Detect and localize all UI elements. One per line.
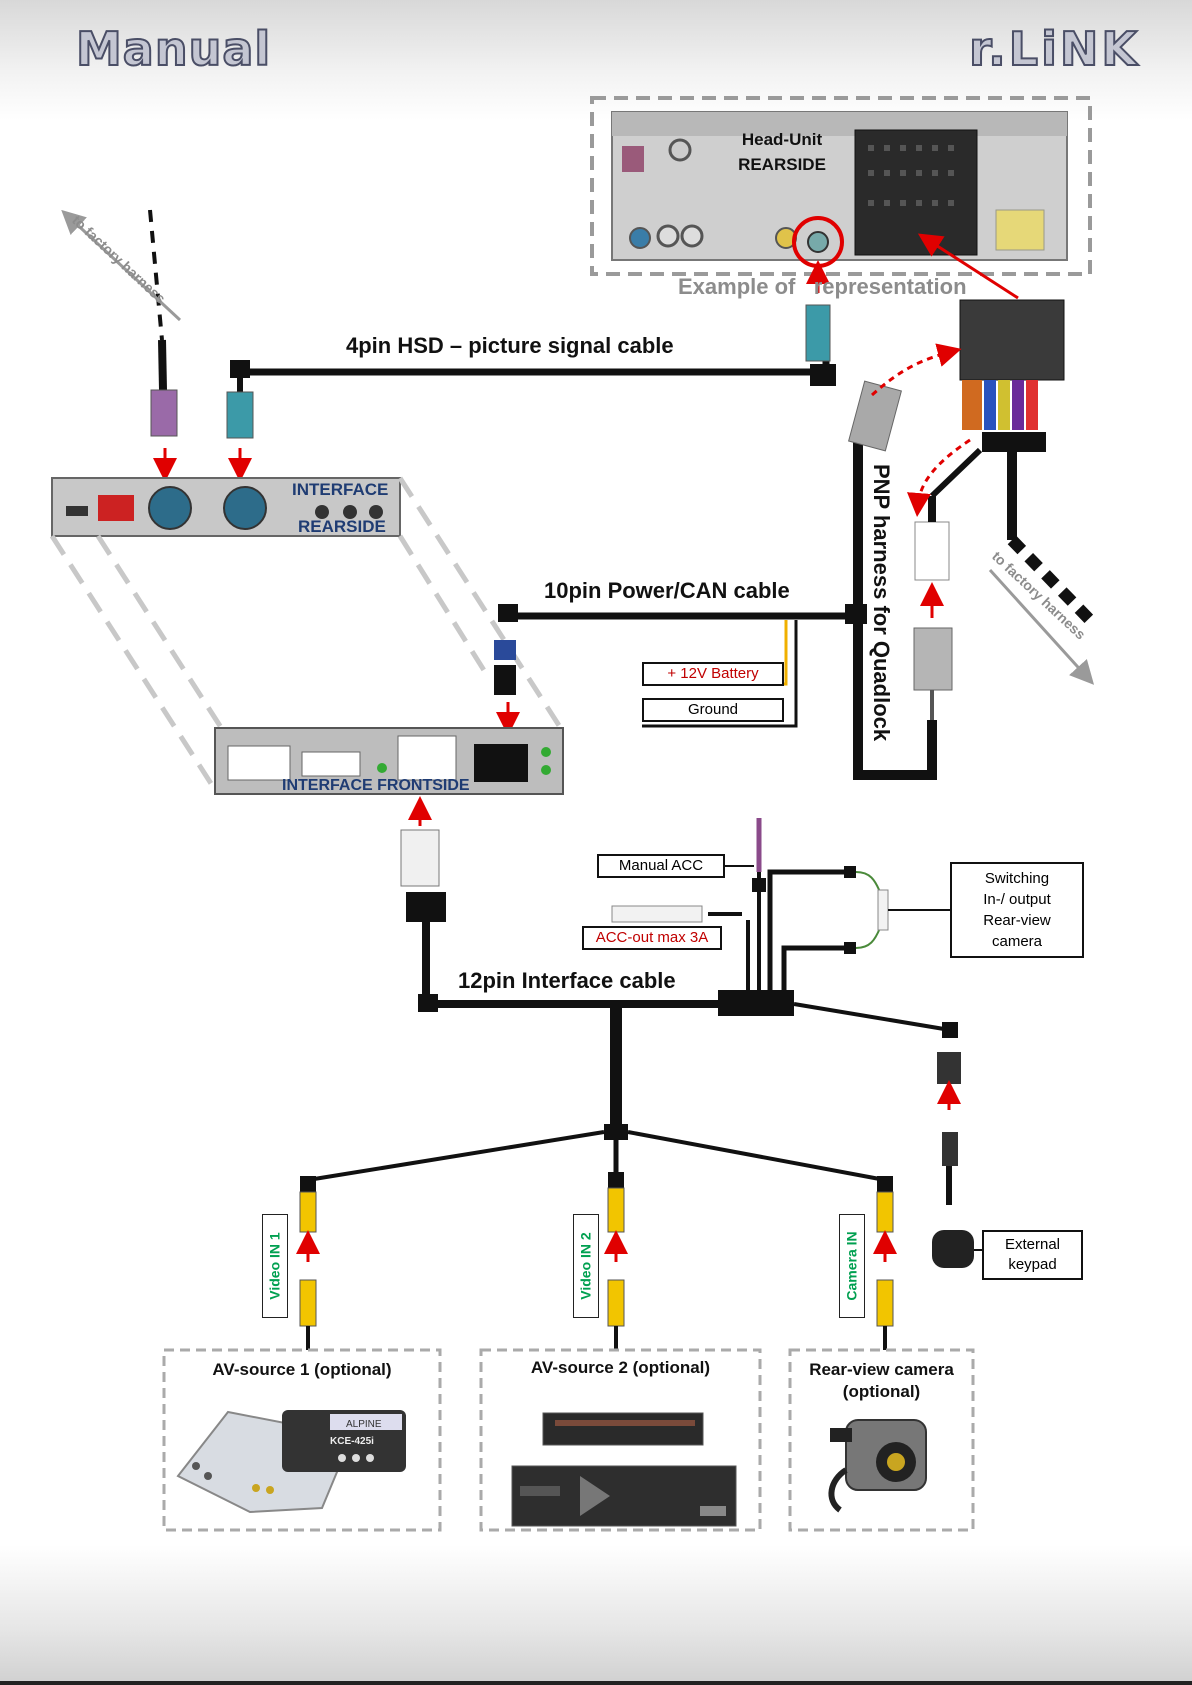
head-unit-subtitle: REARSIDE — [738, 155, 826, 174]
interface-rear-image — [51, 477, 401, 537]
av-source-1-image: ALPINE KCE-425i — [176, 1410, 406, 1514]
footer-band — [0, 1545, 1192, 1685]
manual-title: Manual — [75, 21, 272, 77]
interface-rear-label-2: REARSIDE — [298, 517, 386, 536]
av-source-1-model: KCE-425i — [330, 1436, 374, 1447]
keypad-line-2: keypad — [1008, 1256, 1057, 1273]
acc-out-label: ACC-out max 3A — [582, 926, 722, 950]
head-unit-title: Head-Unit — [741, 130, 823, 149]
switching-line-2: In-/ output — [983, 891, 1051, 908]
external-keypad-box: External keypad — [982, 1230, 1083, 1280]
head-unit-rearside-image — [611, 111, 1068, 268]
interface-front-image — [214, 727, 564, 795]
av-source-1-frame — [162, 1348, 442, 1532]
power-can-cable-label: 10pin Power/CAN cable — [544, 578, 790, 603]
keypad-line-1: External — [1004, 1236, 1061, 1253]
manual-acc-label: Manual ACC — [597, 854, 725, 878]
head-unit-frame — [590, 96, 1092, 276]
av-source-1-label: AV-source 1 (optional) — [212, 1360, 392, 1379]
switching-line-1: Switching — [984, 870, 1050, 887]
rlink-logo: r.LiNK — [968, 21, 1140, 77]
interface-front-label: INTERFACE FRONTSIDE — [282, 777, 470, 794]
switching-line-3: Rear-view — [983, 912, 1051, 929]
battery-label: + 12V Battery — [642, 662, 784, 686]
video-in-2-label: Video IN 2 — [573, 1214, 599, 1318]
rear-camera-label-1: Rear-view camera — [809, 1360, 954, 1379]
head-unit-caption: Example of representation — [678, 274, 967, 299]
rear-camera-label-2: (optional) — [842, 1382, 921, 1401]
rear-camera-frame — [788, 1348, 975, 1532]
video-in-1-label: Video IN 1 — [262, 1214, 288, 1318]
rca-camera-in — [873, 1176, 897, 1350]
interface-rear-label-1: INTERFACE — [292, 480, 389, 499]
hsd-cable-label: 4pin HSD – picture signal cable — [346, 333, 674, 358]
camera-in-label: Camera IN — [839, 1214, 865, 1318]
switching-box: Switching In-/ output Rear-view camera — [950, 862, 1084, 958]
av-source-2-frame — [479, 1348, 762, 1532]
rear-camera-image — [828, 1419, 927, 1513]
av-source-2-image — [511, 1412, 737, 1527]
av-source-1-brand: ALPINE — [346, 1419, 382, 1430]
rca-video-in-1 — [296, 1176, 320, 1350]
interface-cable-label: 12pin Interface cable — [458, 968, 676, 993]
av-source-2-label: AV-source 2 (optional) — [530, 1358, 711, 1377]
switching-line-4: camera — [991, 933, 1043, 950]
pnp-harness-label: PNP harness for Quadlock — [869, 464, 894, 742]
ground-label: Ground — [642, 698, 784, 722]
rca-video-in-2 — [604, 1172, 628, 1350]
footer-line — [0, 1681, 1192, 1685]
quadlock-image — [959, 299, 1065, 452]
